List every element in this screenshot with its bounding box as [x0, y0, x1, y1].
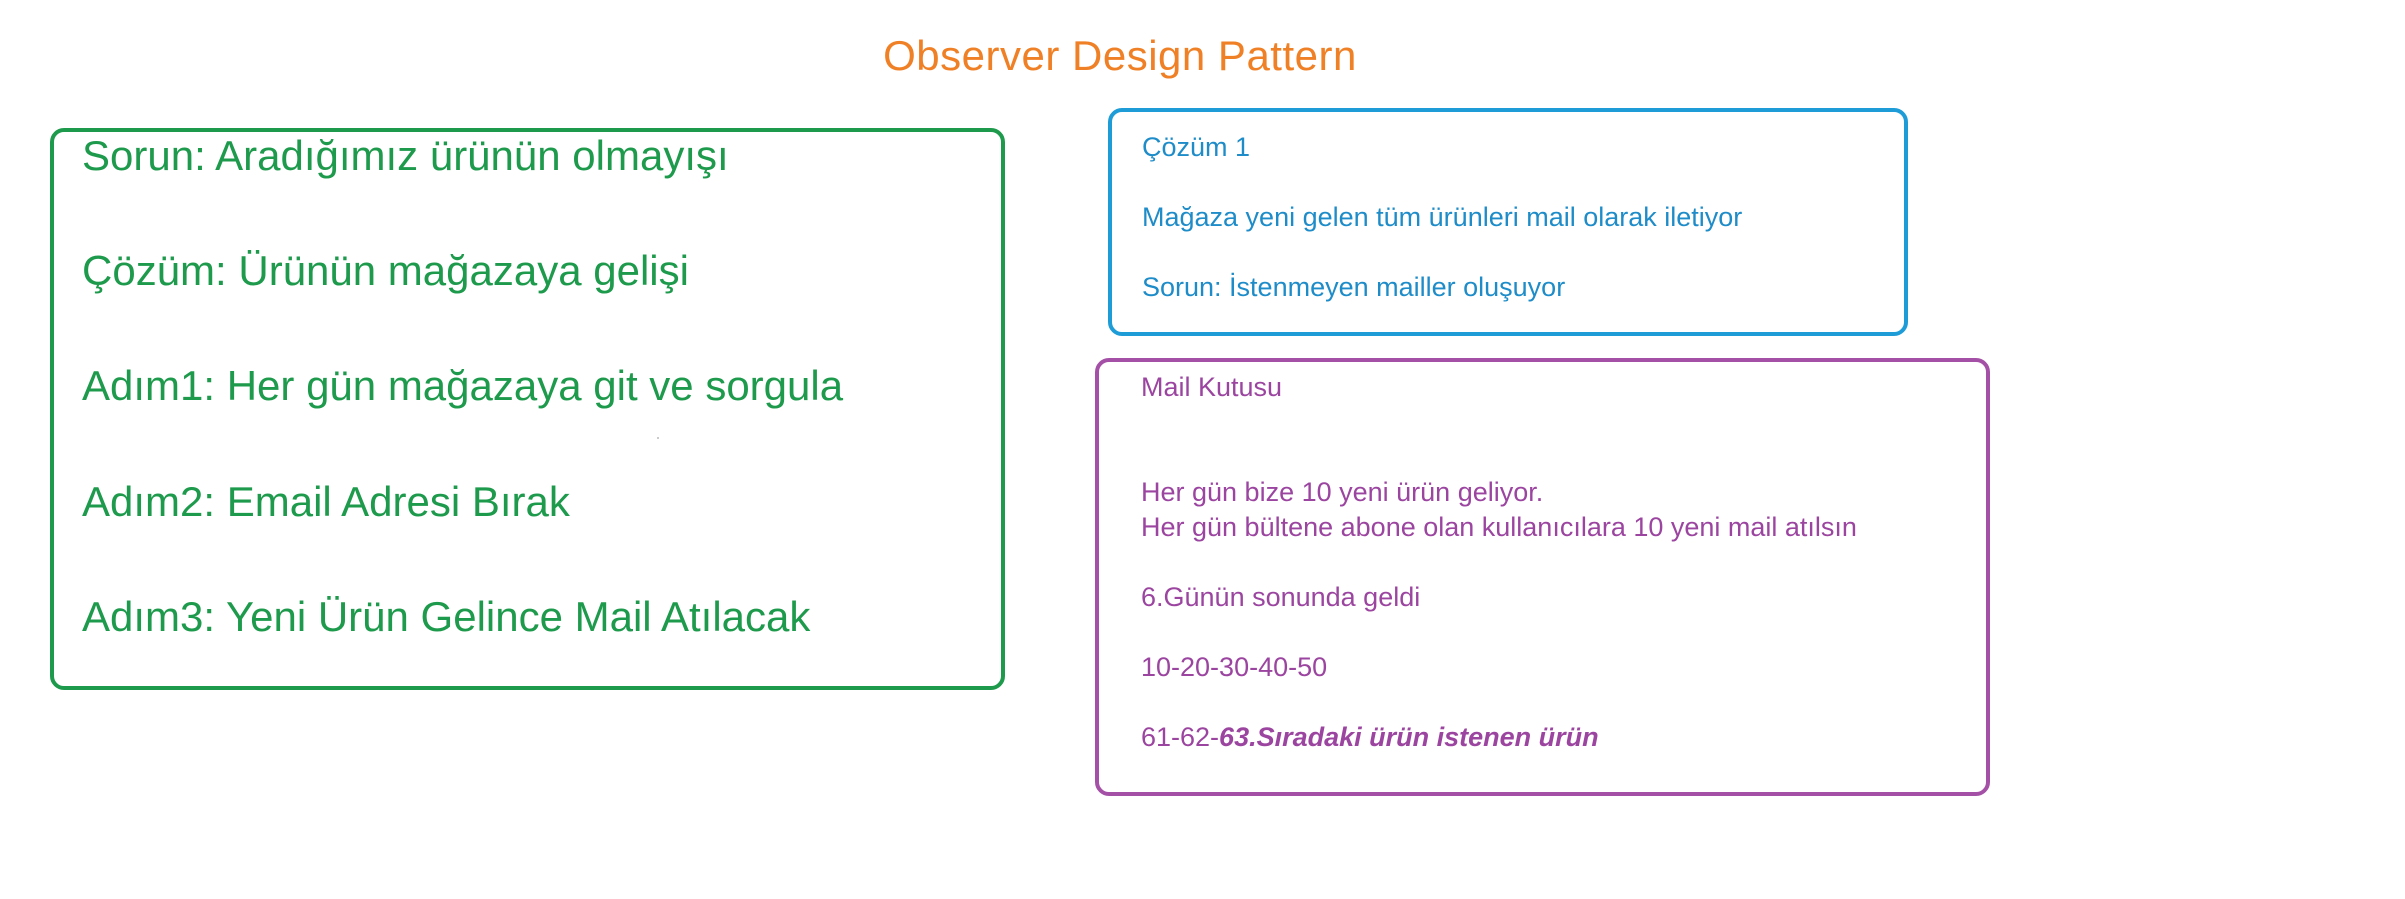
- solution-1-heading: Çözüm 1: [1142, 132, 1251, 162]
- step2-line: Adım2: Email Adresi Bırak: [82, 478, 570, 525]
- mailbox-line-3: 6.Günün sonunda geldi: [1141, 582, 1421, 612]
- solution-1-box: Çözüm 1 Mağaza yeni gelen tüm ürünleri m…: [1108, 108, 1908, 336]
- mailbox-box: Mail Kutusu Her gün bize 10 yeni ürün ge…: [1095, 358, 1990, 796]
- diagram-title: Observer Design Pattern: [883, 32, 1357, 79]
- mailbox-heading: Mail Kutusu: [1141, 372, 1283, 402]
- problem-steps-box: Sorun: Aradığımız ürünün olmayışı Çözüm:…: [50, 128, 1005, 690]
- stray-dot: [657, 437, 659, 439]
- mailbox-line-5-prefix: 61-62-: [1141, 722, 1220, 752]
- solution-1-description: Mağaza yeni gelen tüm ürünleri mail olar…: [1142, 202, 1743, 232]
- mailbox-line-5: 61-62-63.Sıradaki ürün istenen ürün: [1141, 722, 1599, 753]
- problem-line: Sorun: Aradığımız ürünün olmayışı: [82, 132, 729, 179]
- solution-line: Çözüm: Ürünün mağazaya gelişi: [82, 247, 689, 294]
- mailbox-line-2: Her gün bültene abone olan kullanıcılara…: [1141, 512, 1857, 542]
- solution-1-problem: Sorun: İstenmeyen mailler oluşuyor: [1142, 272, 1566, 302]
- mailbox-line-5-emphasis: 63.Sıradaki ürün istenen ürün: [1219, 722, 1599, 752]
- mailbox-line-1: Her gün bize 10 yeni ürün geliyor.: [1141, 477, 1544, 507]
- step3-line: Adım3: Yeni Ürün Gelince Mail Atılacak: [82, 593, 811, 640]
- mailbox-line-4: 10-20-30-40-50: [1141, 652, 1328, 682]
- step1-line: Adım1: Her gün mağazaya git ve sorgula: [82, 362, 844, 409]
